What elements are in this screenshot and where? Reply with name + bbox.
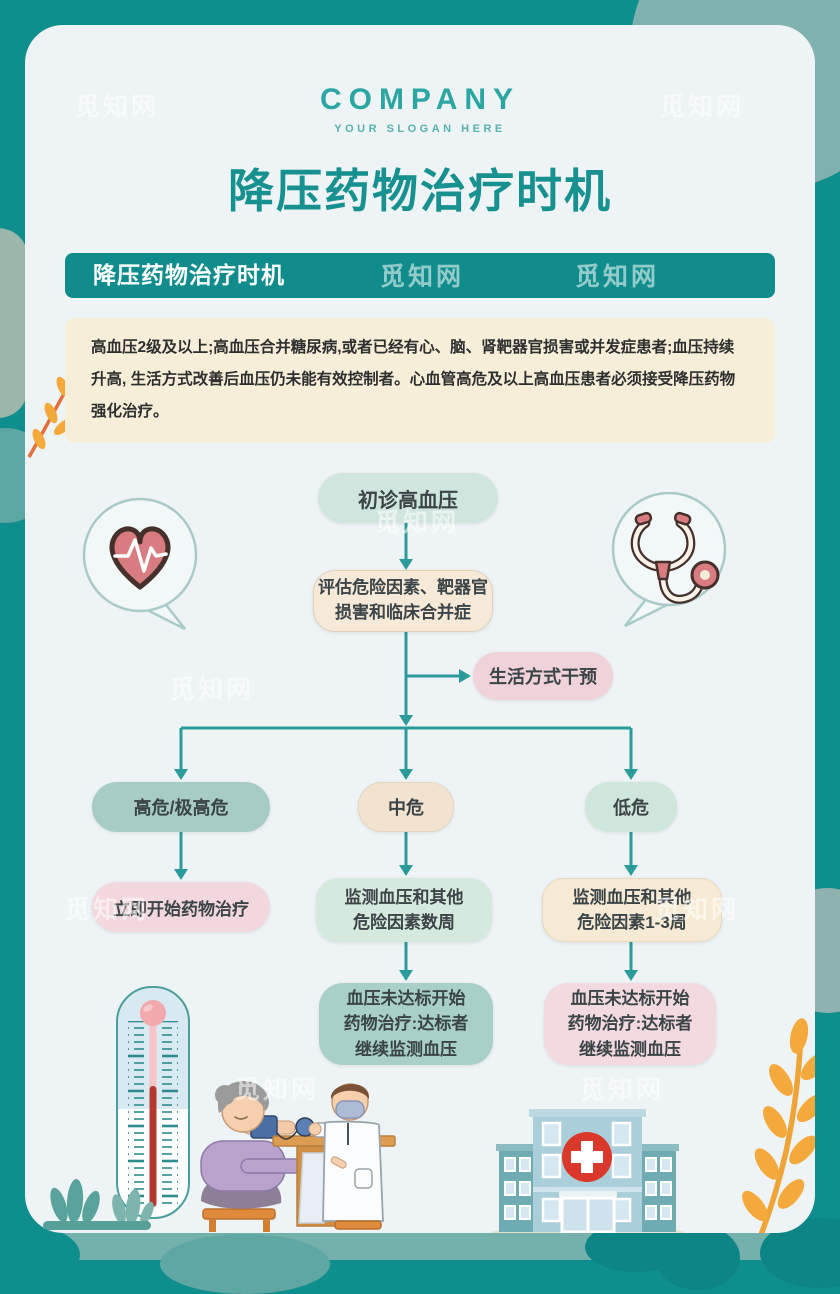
node-low-risk: 低危 [585, 782, 677, 832]
company-logo-text: COMPANY [319, 83, 521, 116]
node-initial-diagnosis: 初诊高血压 [318, 473, 498, 523]
node-monitor-1-3-line2: 危险因素1-3周 [577, 913, 687, 932]
border-blob-bottom-2 [160, 1234, 330, 1294]
heart-ekg-icon [82, 497, 198, 631]
node-medium-risk-label: 中危 [388, 798, 424, 818]
poster-card: COMPANY YOUR SLOGAN HERE 降压药物治疗时机 降压药物治疗… [25, 25, 815, 1233]
node-assess-line1: 评估危险因素、靶器官 [318, 578, 488, 598]
bush-plant-icon [43, 1179, 154, 1230]
wheat-branch-icon [742, 1018, 815, 1233]
border-blob-bottom-4 [655, 1225, 740, 1290]
hospital-icon [490, 1109, 686, 1233]
blood-pressure-exam-illustration [200, 1080, 396, 1232]
node-notmet-teal-line2: 药物治疗:达标者 [343, 1014, 469, 1034]
watermark: 觅知网 [170, 676, 255, 704]
node-monitor-weeks-line2: 危险因素数周 [353, 913, 455, 932]
node-notmet-pink-line3: 继续监测血压 [579, 1039, 681, 1059]
page-title: 降压药物治疗时机 [228, 165, 612, 217]
node-assess-line2: 损害和临床合并症 [335, 603, 471, 622]
node-monitor-weeks: 监测血压和其他 危险因素数周 [316, 878, 492, 942]
node-notmet-pink-line2: 药物治疗:达标者 [567, 1014, 693, 1034]
node-notmet-start-treatment-teal: 血压未达标开始 药物治疗:达标者 继续监测血压 [319, 983, 493, 1065]
intro-paragraph: 高血压2级及以上;高血压合并糖尿病,或者已经有心、脑、肾靶器官损害或并发症患者;… [65, 318, 775, 443]
watermark: 觅知网 [235, 1076, 320, 1104]
node-medium-risk: 中危 [358, 782, 454, 832]
border-blob-left-sage [0, 228, 28, 418]
node-high-risk: 高危/极高危 [92, 782, 270, 832]
node-notmet-teal-line3: 继续监测血压 [355, 1039, 457, 1059]
node-low-risk-label: 低危 [613, 798, 649, 818]
node-high-risk-label: 高危/极高危 [133, 798, 229, 818]
node-immediate-label: 立即开始药物治疗 [113, 899, 249, 919]
node-notmet-start-treatment-pink: 血压未达标开始 药物治疗:达标者 继续监测血压 [544, 983, 716, 1065]
section-banner: 降压药物治疗时机 [65, 253, 775, 298]
node-lifestyle-intervention: 生活方式干预 [473, 652, 613, 700]
node-monitor-weeks-line1: 监测血压和其他 [344, 887, 464, 907]
node-lifestyle-label: 生活方式干预 [489, 667, 597, 687]
company-slogan: YOUR SLOGAN HERE [334, 123, 506, 135]
node-notmet-pink-line1: 血压未达标开始 [570, 988, 690, 1008]
node-monitor-1-3-weeks: 监测血压和其他 危险因素1-3周 [542, 878, 722, 942]
node-notmet-teal-line1: 血压未达标开始 [346, 988, 466, 1008]
stethoscope-icon [611, 492, 727, 628]
node-immediate-treatment: 立即开始药物治疗 [92, 882, 270, 932]
node-monitor-1-3-line1: 监测血压和其他 [572, 887, 692, 907]
watermark: 觅知网 [580, 1076, 665, 1104]
node-assess-risk: 评估危险因素、靶器官 损害和临床合并症 [313, 570, 493, 632]
thermometer-icon [116, 986, 190, 1219]
node-initial-diagnosis-label: 初诊高血压 [358, 489, 458, 512]
